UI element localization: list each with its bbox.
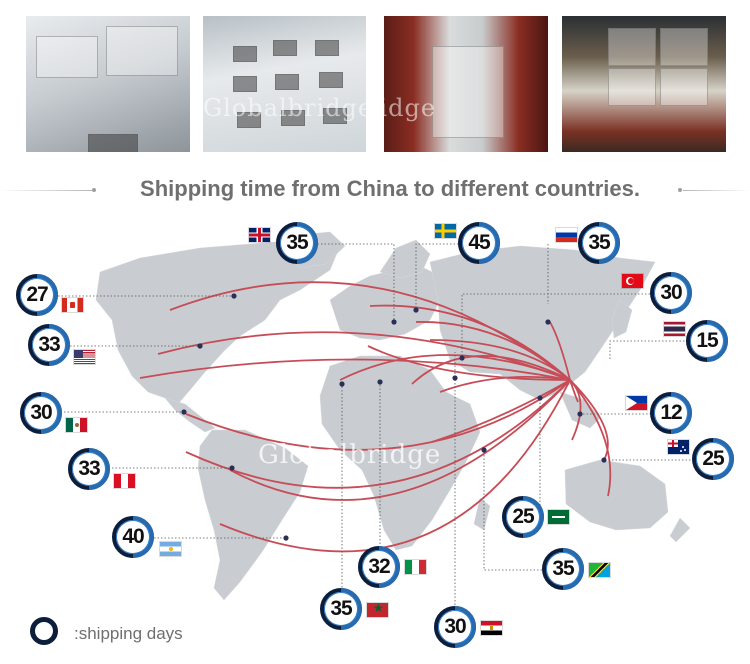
route-russia	[549, 321, 571, 381]
flag-saudi-arabia-icon	[548, 510, 569, 524]
heading-dot-left	[92, 188, 96, 192]
flag-morocco-icon	[367, 603, 388, 617]
container-photo-2	[562, 16, 726, 152]
days-badge-sweden: 45	[458, 222, 500, 264]
europe-shape	[329, 265, 441, 341]
route-brazil	[229, 379, 571, 501]
flag-sweden-icon	[435, 224, 456, 238]
legend-label: :shipping days	[74, 624, 183, 643]
days-badge-us: 33	[28, 324, 70, 366]
route-mexico	[139, 358, 571, 381]
days-badge-peru: 33	[68, 448, 110, 490]
days-badge-egypt: 30	[434, 606, 476, 648]
container-photo-1: Globalbridge	[384, 16, 548, 152]
route-argentina	[219, 379, 571, 553]
route-australia-east	[569, 379, 609, 461]
route-thailand	[569, 379, 579, 403]
route-canada	[169, 281, 571, 381]
days-badge-tanzania: 35	[542, 548, 584, 590]
days-badge-turkey: 30	[650, 272, 692, 314]
flag-egypt-icon	[481, 621, 502, 635]
days-badge-philippines: 12	[650, 392, 692, 434]
packing-photo-1	[26, 16, 190, 152]
days-badge-russia: 35	[578, 222, 620, 264]
flag-mexico-icon	[66, 418, 87, 432]
days-badge-italy: 32	[358, 546, 400, 588]
flag-tanzania-icon	[589, 563, 610, 577]
days-badge-australia: 25	[692, 438, 734, 480]
new-zealand-shape	[669, 517, 691, 543]
route-egypt	[411, 355, 571, 385]
route-endpoints	[181, 293, 607, 541]
flag-argentina-icon	[160, 542, 181, 556]
route-peru	[185, 379, 571, 489]
days-badge-uk: 35	[276, 222, 318, 264]
page-title: Shipping time from China to different co…	[140, 176, 640, 201]
flag-turkey-icon	[622, 274, 643, 288]
flag-peru-icon	[114, 474, 135, 488]
flag-australia-icon	[668, 440, 689, 454]
heading-dot-right	[678, 188, 682, 192]
packing-photo-2: Globalbridge	[203, 16, 366, 152]
north-america-shape	[95, 239, 341, 405]
flag-uk-icon	[249, 228, 270, 242]
route-morocco	[339, 354, 571, 381]
flag-us-icon	[74, 350, 95, 364]
flag-philippines-icon	[626, 396, 647, 410]
days-badge-saudi-arabia: 25	[502, 496, 544, 538]
australia-shape	[564, 459, 669, 531]
photo-watermark: Globalbridge	[384, 94, 437, 122]
flag-russia-icon	[556, 228, 577, 242]
route-saudi	[439, 375, 571, 393]
shipping-routes	[139, 281, 612, 553]
route-west-africa	[367, 345, 571, 381]
days-badge-argentina: 40	[112, 516, 154, 558]
heading-divider-right	[683, 190, 750, 191]
flag-canada-icon	[62, 298, 83, 312]
days-badge-thailand: 15	[686, 320, 728, 362]
route-us	[157, 331, 571, 381]
world-map	[58, 231, 694, 626]
scandinavia-shape	[379, 239, 431, 279]
flag-italy-icon	[405, 560, 426, 574]
flag-thailand-icon	[664, 322, 685, 336]
map-watermark: Globalbridge	[258, 440, 442, 470]
route-tanzania	[431, 379, 571, 443]
heading-divider-left	[0, 190, 92, 191]
days-badge-morocco: 35	[320, 588, 362, 630]
days-badge-canada: 27	[16, 274, 58, 316]
route-caribbean	[185, 379, 571, 451]
japan-shape	[611, 299, 633, 339]
south-america-shape	[197, 429, 309, 601]
asia-shape	[429, 245, 656, 401]
route-australia	[569, 379, 612, 497]
days-badge-mexico: 30	[20, 392, 62, 434]
photo-watermark: Globalbridge	[203, 94, 366, 122]
ring-icon	[30, 617, 58, 645]
